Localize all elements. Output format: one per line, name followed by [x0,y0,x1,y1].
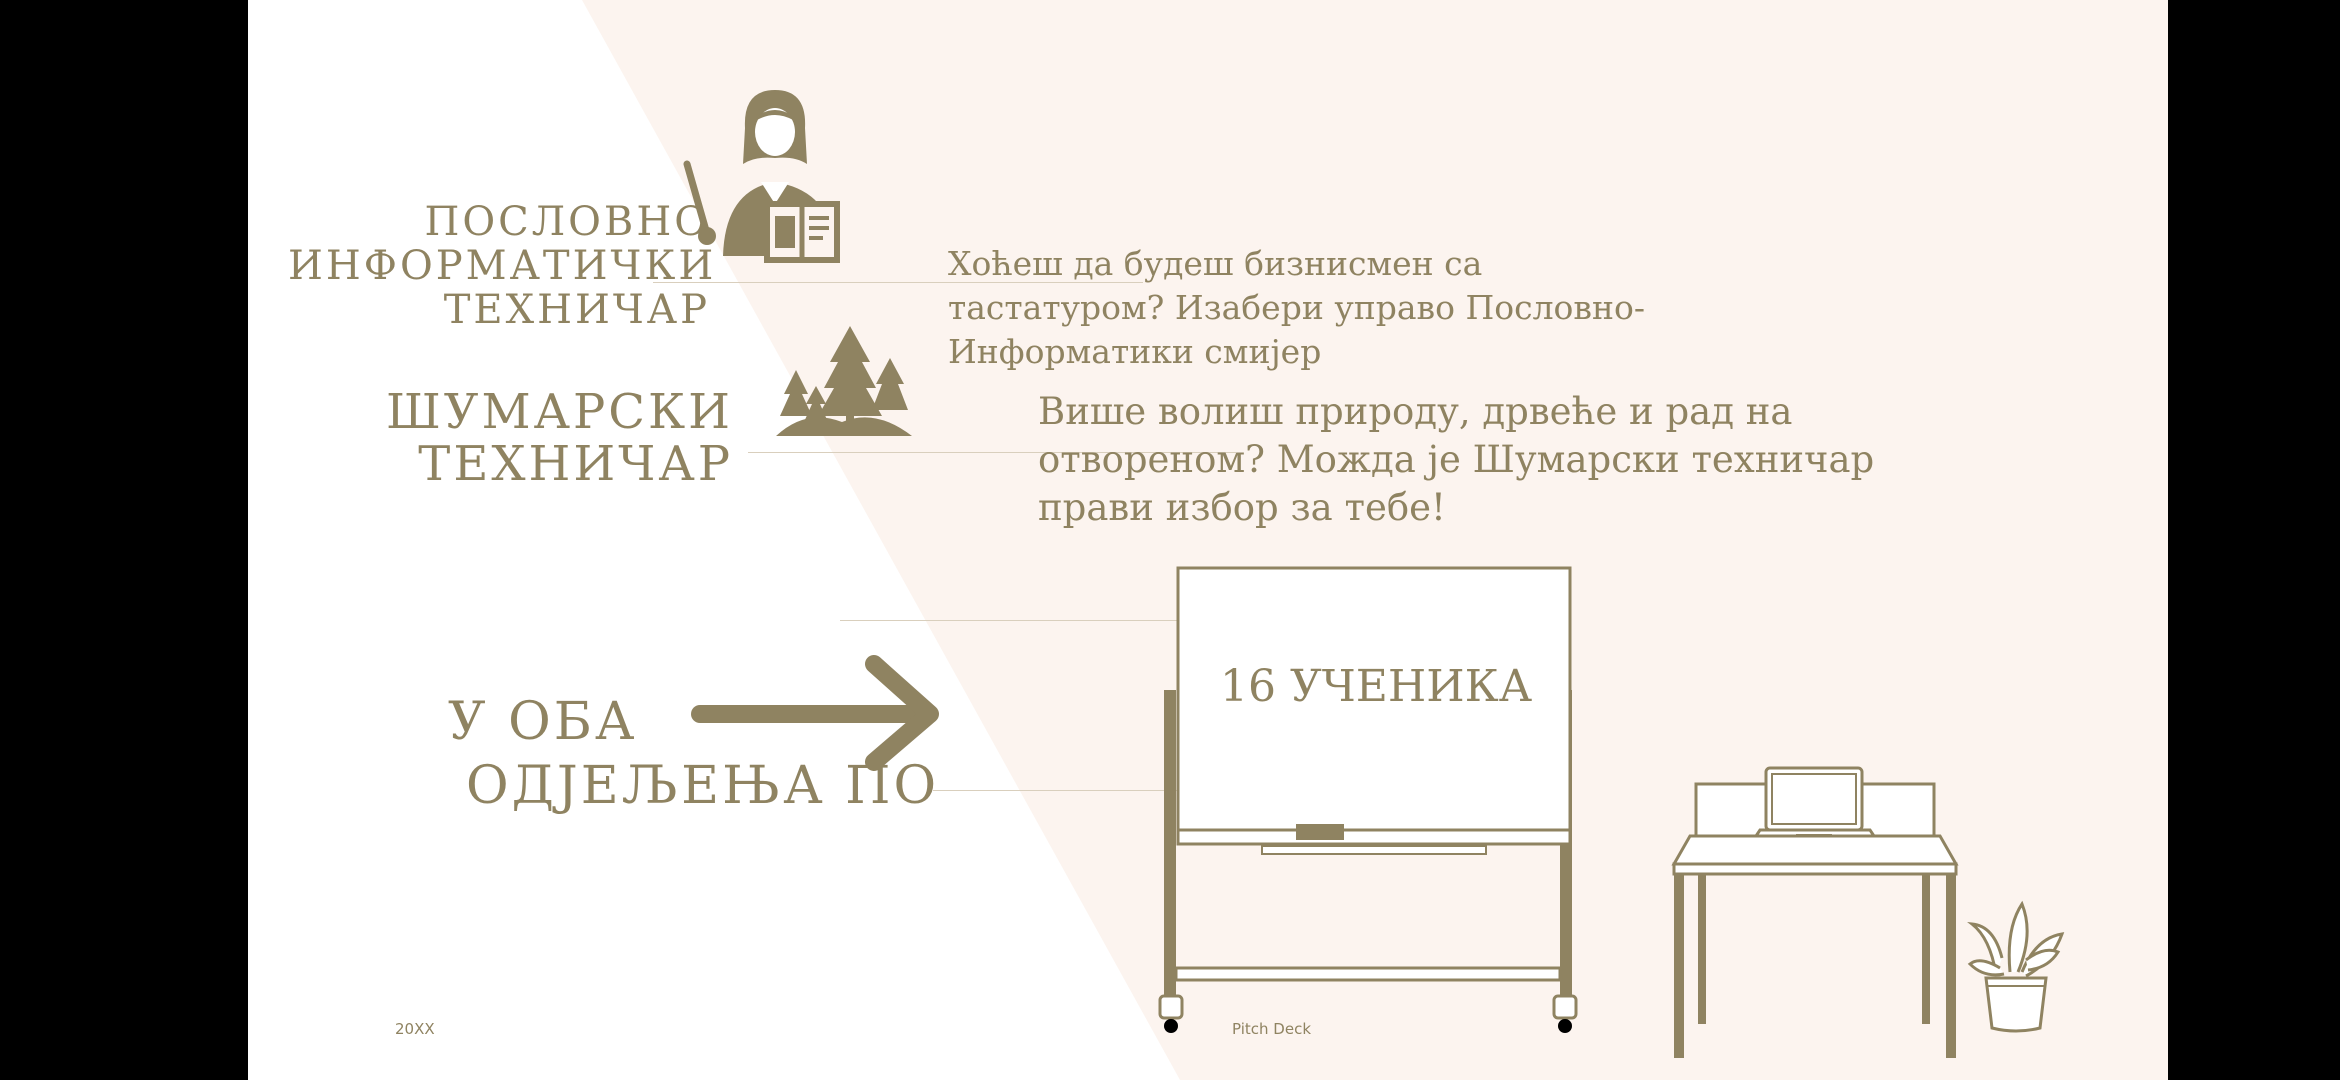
whiteboard-icon [1158,566,1578,1033]
summary-line-1: У ОБА [448,692,638,752]
title-line: ТЕХНИЧАР [418,436,733,492]
section-title-business-it: ПОСЛОВНО ИНФОРМАТИЧКИ ТЕХНИЧАР [288,199,717,333]
slide: ПОСЛОВНО ИНФОРМАТИЧКИ ТЕХНИЧАР Хоћеш да … [248,0,2168,1080]
title-line: ИНФОРМАТИЧКИ [288,243,717,289]
footer-label: Pitch Deck [1232,1020,1311,1038]
footer-date: 20XX [395,1020,435,1038]
arrow-right-icon [691,655,939,771]
title-line: ШУМАРСКИ [386,384,733,440]
student-count: 16 УЧЕНИКА [1220,661,1533,712]
forest-trees-icon [776,326,912,436]
teacher-with-book-icon [683,90,840,263]
divider-line [840,620,1328,621]
summary-text: У ОБА ОДЈЕЉЕЊА ПО [448,690,1008,818]
section-title-forestry: ШУМАРСКИ ТЕХНИЧАР [368,386,733,490]
divider-line [748,452,1236,453]
divider-line [653,282,1143,283]
title-line: ТЕХНИЧАР [443,287,710,333]
section-description-business-it: Хоћеш да будеш бизнисмен са тастатуром? … [948,244,1646,371]
potted-plant-icon [1967,900,2065,1033]
title-line: ПОСЛОВНО [424,199,710,245]
section-description-forestry: Више волиш природу, дрвеће и рад на отво… [1038,390,1875,529]
summary-line-2: ОДЈЕЉЕЊА ПО [466,756,940,816]
desk-with-laptop-icon [1671,766,1959,1058]
